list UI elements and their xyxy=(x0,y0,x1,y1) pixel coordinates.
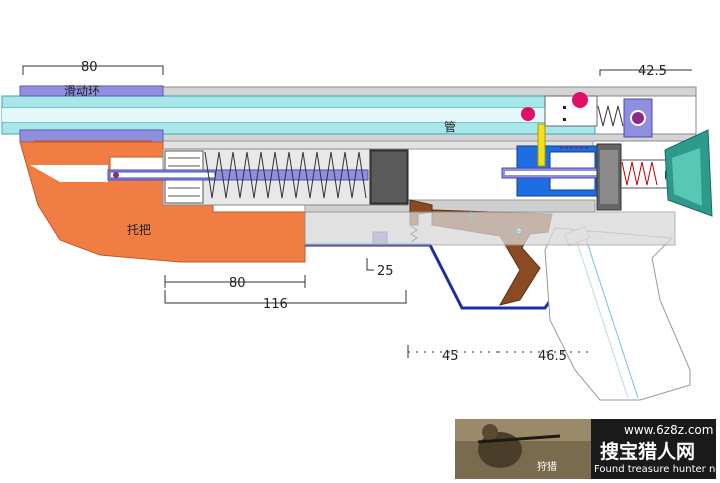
grip-groove-1 xyxy=(574,235,629,399)
dim-116-line xyxy=(164,290,407,304)
cocking-slide xyxy=(544,95,598,127)
dim-46-5: 46.5 xyxy=(538,349,567,364)
dimension-labels: 80 42.5 80 25 116 45 46.5 xyxy=(81,60,667,364)
hunter-head xyxy=(482,424,498,440)
yellow-pin xyxy=(537,123,546,167)
cocking-spring xyxy=(597,105,624,127)
piston-rod xyxy=(107,169,369,181)
watermark-photo-tag: 狩猎 xyxy=(537,460,557,473)
barrel-bore xyxy=(2,108,595,122)
watermark-banner: 狩猎 www.6z8z.com 搜宝猎人网 Found treasure hun… xyxy=(455,419,720,479)
dim-80-bottom: 80 xyxy=(229,276,246,291)
frame-lower xyxy=(304,211,676,246)
hatch-block xyxy=(168,157,200,197)
dim-42-5-line xyxy=(599,69,692,76)
grip-groove-2 xyxy=(584,235,639,399)
valve-stem-core xyxy=(505,171,600,175)
cocking-slide-dot-2 xyxy=(563,118,566,121)
watermark-logo-bg xyxy=(591,419,716,479)
watermark-name-cn: 搜宝猎人网 xyxy=(600,440,695,463)
cocking-block xyxy=(521,92,653,138)
dim-25-line xyxy=(366,258,374,271)
cocking-knob-box xyxy=(623,98,653,138)
rod-tip xyxy=(109,171,216,179)
dim-116: 116 xyxy=(263,297,288,312)
watermark-site: www.6z8z.com xyxy=(624,423,713,437)
stock-label: 托把 xyxy=(127,223,151,237)
rod-end-dot xyxy=(113,172,119,178)
barrel-label: 管 xyxy=(444,119,456,134)
cocking-knob xyxy=(630,110,646,126)
barrel: 管 xyxy=(1,95,596,135)
valve-assembly: 阀 xyxy=(501,123,713,217)
dim-80-top-line xyxy=(22,65,164,75)
ball-upper xyxy=(572,92,588,108)
ball-lower xyxy=(521,107,535,121)
slide-ring-top xyxy=(19,85,164,97)
dim-42-5: 42.5 xyxy=(638,64,667,79)
main-spring xyxy=(204,151,367,199)
piston-chamber xyxy=(107,148,409,206)
cocking-slide-dot-1 xyxy=(563,106,566,109)
dim-45: 45 xyxy=(442,349,459,364)
slide-ring-bottom xyxy=(19,129,164,143)
dim-80-top: 80 xyxy=(81,60,98,75)
mid-rail xyxy=(162,133,697,142)
dim-25: 25 xyxy=(377,264,394,279)
muzzle-bell-face xyxy=(672,148,702,206)
dimension-lines xyxy=(22,65,692,358)
pistol-grip xyxy=(304,211,691,401)
piston-seal xyxy=(372,152,406,202)
stock-cutout xyxy=(30,165,108,182)
slide-ring-label: 滑动环 xyxy=(64,84,100,98)
valve-spring xyxy=(621,161,658,186)
valve-seat-inner xyxy=(600,150,618,204)
rifle-silhouette xyxy=(477,434,561,444)
watermark-name-en: Found treasure hunter net xyxy=(594,464,720,475)
grip-outline xyxy=(544,227,691,401)
